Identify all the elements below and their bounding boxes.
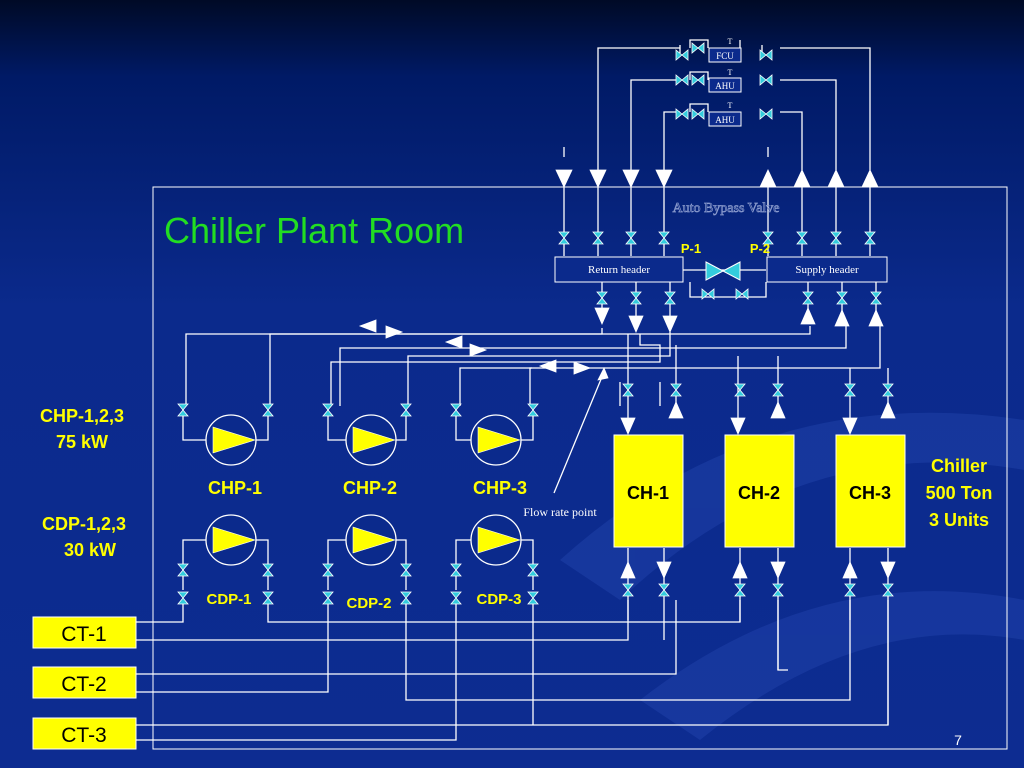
plant-room-boundary xyxy=(152,186,1008,750)
bypass-valve-label: Auto Bypass Valve xyxy=(672,201,779,216)
ct-1-box xyxy=(32,616,137,649)
chiller-spec-line-3: 3 Units xyxy=(929,510,989,530)
terminal-units: FCU AHU AHU T T T xyxy=(708,37,742,127)
cdp-3-label: CDP-3 xyxy=(476,591,521,608)
return-header-label: Return header xyxy=(588,264,650,276)
pump-icon xyxy=(470,514,522,566)
supply-header-label: Supply header xyxy=(795,264,859,276)
ct-3-box xyxy=(32,717,137,750)
chw-pump-spec-line-1: CHP-1,2,3 xyxy=(40,406,124,426)
ct-2-label: CT-2 xyxy=(61,673,107,696)
pump-icon xyxy=(205,514,257,566)
flow-rate-label: Flow rate point xyxy=(523,505,597,519)
thermostat-tag-3: T xyxy=(728,101,733,110)
chiller-2-box xyxy=(724,434,795,548)
pump-icon xyxy=(205,414,257,466)
chw-pumps xyxy=(205,414,522,466)
chiller-spec-line-2: 500 Ton xyxy=(926,483,993,503)
page-title: Chiller Plant Room xyxy=(164,210,464,251)
pump-icon xyxy=(345,414,397,466)
cdp-1-label: CDP-1 xyxy=(206,591,251,608)
terminal-unit-ahu-1: AHU xyxy=(715,81,735,91)
cdp-2-label: CDP-2 xyxy=(346,595,391,612)
cooling-towers: CT-1 CT-2 CT-3 xyxy=(32,616,137,750)
chillers: CH-1 CH-2 CH-3 xyxy=(613,434,906,548)
flow-arrows xyxy=(358,169,896,579)
chiller-2-label: CH-2 xyxy=(738,483,780,503)
cw-pump-spec-line-1: CDP-1,2,3 xyxy=(42,514,126,534)
headers: Return header Supply header xyxy=(554,256,888,283)
terminal-unit-fcu: FCU xyxy=(716,51,734,61)
pressure-point-p2: P-2 xyxy=(750,241,770,256)
ct-2-box xyxy=(32,666,137,699)
valves xyxy=(177,42,894,605)
thermostat-tag-1: T xyxy=(728,37,733,46)
chp-2-label: CHP-2 xyxy=(343,478,397,498)
cw-pump-spec-line-2: 30 kW xyxy=(64,540,116,560)
chp-1-label: CHP-1 xyxy=(208,478,262,498)
terminal-unit-ahu-2: AHU xyxy=(715,115,735,125)
cdw-pumps xyxy=(205,514,522,566)
page-number: 7 xyxy=(954,732,962,748)
chiller-3-box xyxy=(835,434,906,548)
chp-3-label: CHP-3 xyxy=(473,478,527,498)
pressure-point-p1: P-1 xyxy=(681,241,701,256)
pump-icon xyxy=(345,514,397,566)
chw-pump-spec-line-2: 75 kW xyxy=(56,432,108,452)
ct-3-label: CT-3 xyxy=(61,724,107,747)
chiller-1-box xyxy=(613,434,684,548)
background-swoosh xyxy=(560,412,1024,740)
thermostat-tag-2: T xyxy=(728,68,733,77)
ct-1-label: CT-1 xyxy=(61,623,107,646)
pump-icon xyxy=(470,414,522,466)
bypass-valve-icon xyxy=(705,261,741,281)
chiller-1-label: CH-1 xyxy=(627,483,669,503)
chiller-3-label: CH-3 xyxy=(849,483,891,503)
chiller-spec-line-1: Chiller xyxy=(931,456,987,476)
piping xyxy=(136,39,889,741)
